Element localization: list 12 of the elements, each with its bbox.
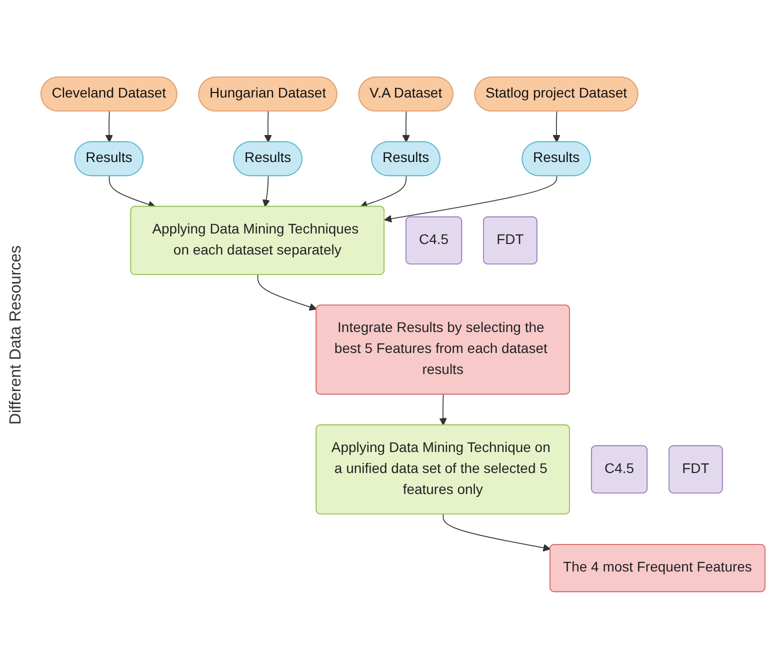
arrow [442, 514, 551, 552]
arrow [257, 274, 317, 311]
side-label: Different Data Resources [8, 244, 26, 424]
arrow [439, 394, 447, 426]
arrow [384, 176, 558, 223]
arrow [402, 111, 410, 143]
arrow [264, 111, 272, 143]
arrow [105, 111, 114, 143]
arrow [108, 176, 156, 208]
arrow [262, 176, 270, 208]
arrow [552, 111, 560, 143]
arrow [360, 176, 407, 208]
